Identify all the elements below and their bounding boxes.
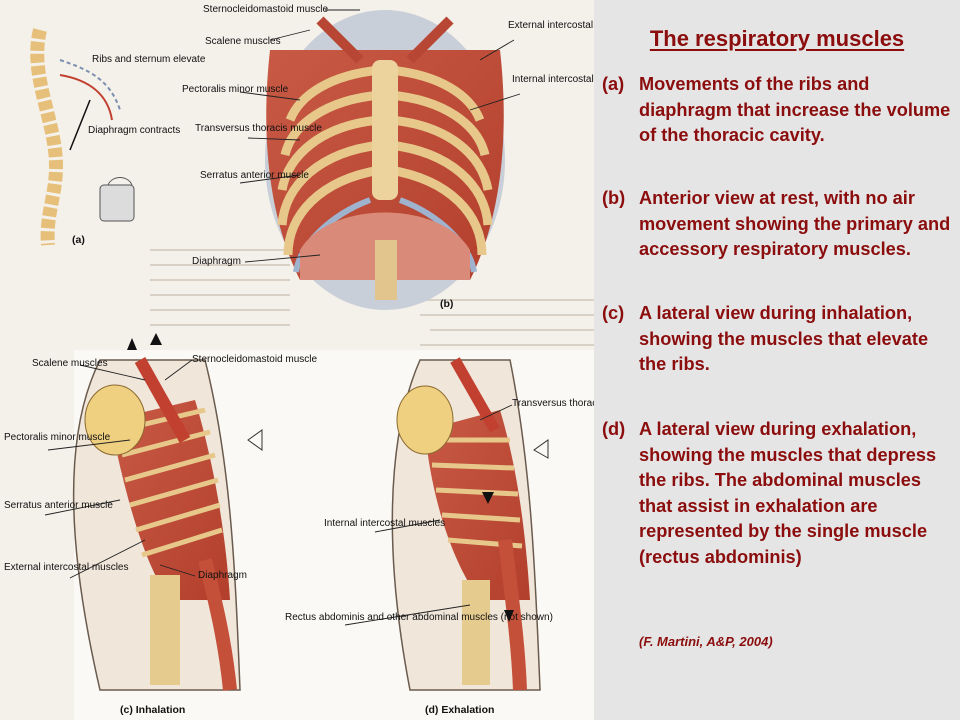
label-transversus-d: Transversus thoracis muscle xyxy=(512,398,594,409)
label-diaphragm-c: Diaphragm xyxy=(198,570,247,581)
label-internal-intercostal-b: Internal intercostal muscles xyxy=(512,74,594,85)
label-panel-a: (a) xyxy=(72,234,85,246)
anatomy-illustration xyxy=(30,9,594,720)
caption-letter: (d) xyxy=(602,419,626,439)
label-external-intercostal-c: External intercostal muscles xyxy=(4,562,129,573)
label-scalene-c: Scalene muscles xyxy=(32,358,108,369)
panel-c-inhalation xyxy=(72,333,263,691)
caption-text: A lateral view during inhalation, showin… xyxy=(639,303,929,374)
label-panel-d: (d) Exhalation xyxy=(425,704,495,716)
panel-a-spine xyxy=(30,28,135,246)
label-serratus-b: Serratus anterior muscle xyxy=(200,170,309,181)
caption-text: A lateral view during exhalation, showin… xyxy=(639,419,937,567)
slide-title: The respiratory muscles xyxy=(649,26,905,51)
label-pectoralis-minor-b: Pectoralis minor muscle xyxy=(182,84,289,95)
caption-item-a: (a) Movements of the ribs and diaphragm … xyxy=(602,72,952,149)
label-panel-c: (c) Inhalation xyxy=(120,704,186,716)
citation: (F. Martini, A&P, 2004) xyxy=(639,634,773,649)
label-sternocleidomastoid-b: Sternocleidomastoid muscle xyxy=(203,4,329,15)
label-scalene-b: Scalene muscles xyxy=(205,36,281,47)
caption-item-d: (d) A lateral view during exhalation, sh… xyxy=(602,417,952,570)
caption-letter: (c) xyxy=(602,303,625,323)
leader-lines xyxy=(44,9,521,626)
caption-letter: (b) xyxy=(602,188,626,208)
label-pectoralis-minor-c: Pectoralis minor muscle xyxy=(4,432,111,443)
label-ribs-sternum: Ribs and sternum elevate xyxy=(92,54,206,65)
anatomy-figure: Ribs and sternum elevate Diaphragm contr… xyxy=(0,0,594,720)
label-sternocleidomastoid-c: Sternocleidomastoid muscle xyxy=(192,354,318,365)
label-transversus-b: Transversus thoracis muscle xyxy=(195,123,322,134)
label-diaphragm-contracts: Diaphragm contracts xyxy=(88,125,181,136)
panel-d-exhalation xyxy=(391,357,549,691)
label-rectus-d: Rectus abdominis and other abdominal mus… xyxy=(285,612,553,623)
label-diaphragm-b: Diaphragm xyxy=(192,256,241,267)
label-internal-intercostal-d: Internal intercostal muscles xyxy=(324,518,446,529)
caption-text: Anterior view at rest, with no air movem… xyxy=(639,188,951,259)
label-external-intercostal-b: External intercostal muscles xyxy=(508,20,594,31)
label-panel-b: (b) xyxy=(440,298,454,310)
caption-panel: The respiratory muscles (a) Movements of… xyxy=(594,0,960,720)
label-serratus-c: Serratus anterior muscle xyxy=(4,500,113,511)
caption-item-b: (b) Anterior view at rest, with no air m… xyxy=(602,186,952,263)
panel-b-ribcage xyxy=(265,10,505,310)
caption-item-c: (c) A lateral view during inhalation, sh… xyxy=(602,301,952,378)
caption-text: Movements of the ribs and diaphragm that… xyxy=(639,74,951,145)
caption-letter: (a) xyxy=(602,74,625,94)
